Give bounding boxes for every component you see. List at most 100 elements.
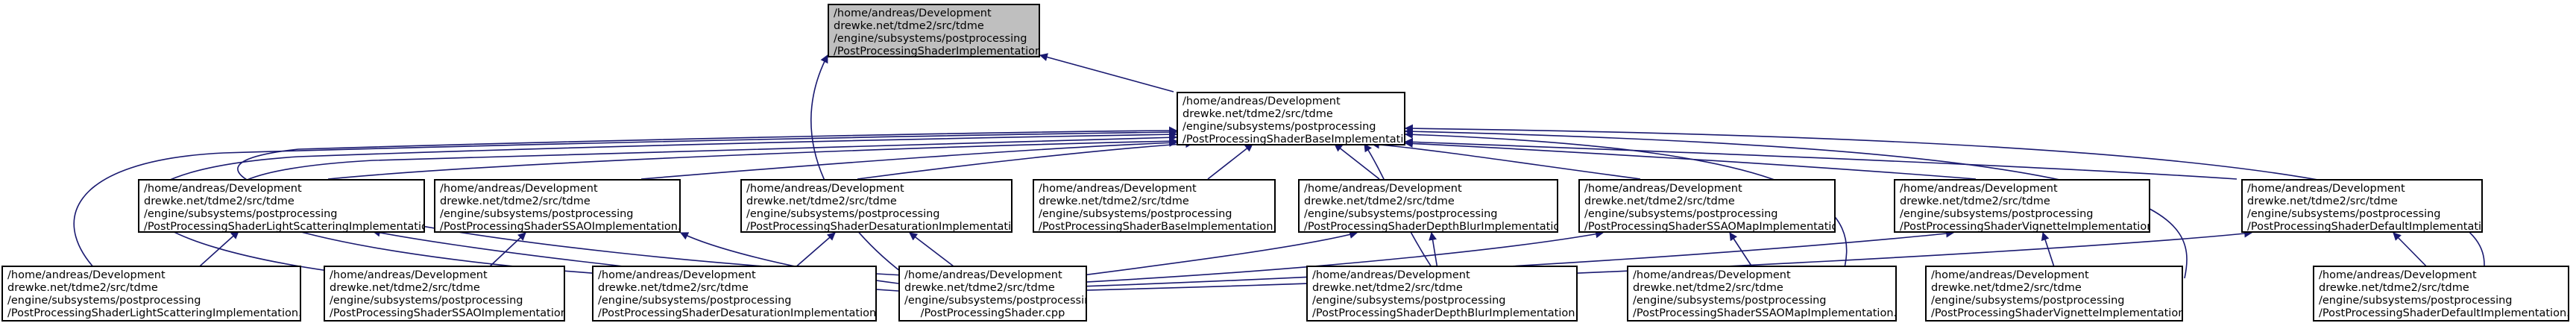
node-defh-line-2: drewke.net/tdme2/src/tdme bbox=[2247, 195, 2398, 207]
node-depthblur-header[interactable]: /home/andreas/Development drewke.net/tdm… bbox=[1298, 179, 1558, 233]
node-lscpp-line-2: drewke.net/tdme2/src/tdme bbox=[7, 282, 158, 294]
node-root-header[interactable]: /home/andreas/Development drewke.net/tdm… bbox=[828, 4, 1040, 57]
node-shcpp-line-2: drewke.net/tdme2/src/tdme bbox=[904, 282, 1055, 294]
node-desaturation-cpp[interactable]: /home/andreas/Development drewke.net/tdm… bbox=[592, 266, 877, 322]
node-lscpp-line-4: /PostProcessingShaderLightScatteringImpl… bbox=[7, 307, 301, 319]
node-base-line-4: /PostProcessingShaderBaseImplementation.… bbox=[1182, 134, 1405, 145]
edge-ssaoh-to-base bbox=[640, 138, 1178, 180]
node-basecpp-line-4: /PostProcessingShaderBaseImplementation.… bbox=[1039, 221, 1276, 233]
node-basecpp-line-3: /engine/subsystems/postprocessing bbox=[1039, 208, 1232, 220]
node-defcpp-line-4: /PostProcessingShaderDefaultImplementati… bbox=[2319, 307, 2569, 319]
edge-shcpp-to-dbh bbox=[1058, 231, 1358, 279]
node-ssaomh-line-1: /home/andreas/Development bbox=[1584, 183, 1742, 195]
node-ssao-header[interactable]: /home/andreas/Development drewke.net/tdm… bbox=[434, 179, 681, 233]
node-base-line-3: /engine/subsystems/postprocessing bbox=[1182, 121, 1376, 133]
node-vigcpp-line-1: /home/andreas/Development bbox=[1931, 269, 2089, 281]
node-postprocessingshader-cpp[interactable]: /home/andreas/Development drewke.net/tdm… bbox=[898, 266, 1087, 322]
node-desaturation-header[interactable]: /home/andreas/Development drewke.net/tdm… bbox=[740, 179, 1013, 233]
node-vigh-line-4: /PostProcessingShaderVignetteImplementat… bbox=[1900, 221, 2150, 233]
node-desh-line-2: drewke.net/tdme2/src/tdme bbox=[746, 195, 897, 207]
node-shcpp-line-1: /home/andreas/Development bbox=[904, 269, 1062, 281]
node-base-header[interactable]: /home/andreas/Development drewke.net/tdm… bbox=[1177, 92, 1405, 145]
node-ssaoh-line-3: /engine/subsystems/postprocessing bbox=[440, 208, 634, 220]
node-desh-line-1: /home/andreas/Development bbox=[746, 183, 904, 195]
node-ssaomcpp-line-1: /home/andreas/Development bbox=[1633, 269, 1791, 281]
edge-lscpp-to-base bbox=[73, 128, 1178, 279]
node-vigcpp-line-2: drewke.net/tdme2/src/tdme bbox=[1931, 282, 2082, 294]
node-defcpp-line-1: /home/andreas/Development bbox=[2319, 269, 2477, 281]
edge-defh-to-base bbox=[1404, 137, 2238, 180]
node-ssaomcpp-line-2: drewke.net/tdme2/src/tdme bbox=[1633, 282, 1783, 294]
node-ssaoh-line-4: /PostProcessingShaderSSAOImplementation.… bbox=[440, 221, 681, 233]
node-lsh-line-2: drewke.net/tdme2/src/tdme bbox=[144, 195, 295, 207]
node-vigcpp-line-3: /engine/subsystems/postprocessing bbox=[1931, 295, 2125, 307]
node-vignette-cpp[interactable]: /home/andreas/Development drewke.net/tdm… bbox=[1925, 266, 2183, 322]
node-ssaoh-line-1: /home/andreas/Development bbox=[440, 183, 598, 195]
node-ssaomh-line-3: /engine/subsystems/postprocessing bbox=[1584, 208, 1778, 220]
node-vignette-header[interactable]: /home/andreas/Development drewke.net/tdm… bbox=[1894, 179, 2150, 233]
node-dbh-line-4: /PostProcessingShaderDepthBlurImplementa… bbox=[1304, 221, 1558, 233]
node-base-cpp[interactable]: /home/andreas/Development drewke.net/tdm… bbox=[1033, 179, 1276, 233]
edge-base-to-root bbox=[1039, 53, 1174, 93]
node-basecpp-line-2: drewke.net/tdme2/src/tdme bbox=[1039, 195, 1189, 207]
node-lscpp-line-3: /engine/subsystems/postprocessing bbox=[7, 295, 201, 307]
node-root-line-1: /home/andreas/Development bbox=[834, 7, 992, 19]
node-ssaocpp-line-2: drewke.net/tdme2/src/tdme bbox=[330, 282, 480, 294]
edge-basecpp-to-base bbox=[1207, 143, 1253, 180]
node-vigh-line-1: /home/andreas/Development bbox=[1900, 183, 2058, 195]
node-dbh-line-2: drewke.net/tdme2/src/tdme bbox=[1304, 195, 1455, 207]
node-dbh-line-1: /home/andreas/Development bbox=[1304, 183, 1462, 195]
node-root-line-2: drewke.net/tdme2/src/tdme bbox=[834, 20, 984, 32]
node-lsh-line-3: /engine/subsystems/postprocessing bbox=[144, 208, 338, 220]
node-ssaomh-line-2: drewke.net/tdme2/src/tdme bbox=[1584, 195, 1735, 207]
node-defh-line-1: /home/andreas/Development bbox=[2247, 183, 2405, 195]
node-dbcpp-line-4: /PostProcessingShaderDepthBlurImplementa… bbox=[1312, 307, 1578, 319]
node-vigcpp-line-4: /PostProcessingShaderVignetteImplementat… bbox=[1931, 307, 2183, 319]
edge-dbh-to-base bbox=[1334, 143, 1380, 180]
node-defh-line-4: /PostProcessingShaderDefaultImplementati… bbox=[2247, 221, 2483, 233]
node-shcpp-line-3: /engine/subsystems/postprocessing bbox=[904, 295, 1087, 307]
node-ssaomap-cpp[interactable]: /home/andreas/Development drewke.net/tdm… bbox=[1627, 266, 1897, 322]
node-default-cpp[interactable]: /home/andreas/Development drewke.net/tdm… bbox=[2313, 266, 2569, 322]
node-shcpp-line-4: /PostProcessingShader.cpp bbox=[920, 307, 1065, 319]
node-root-line-4: /PostProcessingShaderImplementation.h bbox=[834, 46, 1040, 57]
node-ssaomcpp-line-3: /engine/subsystems/postprocessing bbox=[1633, 295, 1827, 307]
node-ssao-cpp[interactable]: /home/andreas/Development drewke.net/tdm… bbox=[324, 266, 565, 322]
node-depthblur-cpp[interactable]: /home/andreas/Development drewke.net/tdm… bbox=[1306, 266, 1578, 322]
node-ssaomcpp-line-4: /PostProcessingShaderSSAOMapImplementati… bbox=[1633, 307, 1897, 319]
edge-shcpp-to-vigh bbox=[1058, 229, 1955, 288]
node-desh-line-3: /engine/subsystems/postprocessing bbox=[746, 208, 940, 220]
node-ssaomap-header[interactable]: /home/andreas/Development drewke.net/tdm… bbox=[1578, 179, 1836, 233]
node-desh-line-4: /PostProcessingShaderDesaturationImpleme… bbox=[746, 221, 1013, 233]
node-ssaocpp-line-4: /PostProcessingShaderSSAOImplementation.… bbox=[330, 307, 565, 319]
node-descpp-line-1: /home/andreas/Development bbox=[598, 269, 756, 281]
node-lightscattering-header[interactable]: /home/andreas/Development drewke.net/tdm… bbox=[138, 179, 425, 233]
node-lightscattering-cpp[interactable]: /home/andreas/Development drewke.net/tdm… bbox=[1, 266, 301, 322]
node-lsh-line-1: /home/andreas/Development bbox=[144, 183, 302, 195]
node-defcpp-line-2: drewke.net/tdme2/src/tdme bbox=[2319, 282, 2469, 294]
node-vigh-line-2: drewke.net/tdme2/src/tdme bbox=[1900, 195, 2050, 207]
node-root-line-3: /engine/subsystems/postprocessing bbox=[834, 33, 1027, 45]
node-dbcpp-line-1: /home/andreas/Development bbox=[1312, 269, 1470, 281]
edge-lsh-to-base bbox=[327, 137, 1178, 180]
edge-desh-to-base bbox=[857, 140, 1194, 180]
node-dbcpp-line-2: drewke.net/tdme2/src/tdme bbox=[1312, 282, 1463, 294]
node-ssaocpp-line-1: /home/andreas/Development bbox=[330, 269, 488, 281]
node-defh-line-3: /engine/subsystems/postprocessing bbox=[2247, 208, 2441, 220]
edge-shcpp-to-base bbox=[237, 126, 1178, 279]
node-dbh-line-3: /engine/subsystems/postprocessing bbox=[1304, 208, 1498, 220]
edge-shcpp-to-ssaomh bbox=[1058, 230, 1605, 284]
node-basecpp-line-1: /home/andreas/Development bbox=[1039, 183, 1197, 195]
node-lsh-line-4: /PostProcessingShaderLightScatteringImpl… bbox=[144, 221, 425, 233]
node-ssaomh-line-4: /PostProcessingShaderSSAOMapImplementati… bbox=[1584, 221, 1836, 233]
node-vigh-line-3: /engine/subsystems/postprocessing bbox=[1900, 208, 2094, 220]
node-descpp-line-3: /engine/subsystems/postprocessing bbox=[598, 295, 792, 307]
node-dbcpp-line-3: /engine/subsystems/postprocessing bbox=[1312, 295, 1506, 307]
node-defcpp-line-3: /engine/subsystems/postprocessing bbox=[2319, 295, 2513, 307]
edge-vigh-to-base bbox=[1404, 139, 1977, 180]
node-default-header[interactable]: /home/andreas/Development drewke.net/tdm… bbox=[2241, 179, 2483, 233]
edge-shcpp-to-root bbox=[810, 54, 910, 279]
node-base-line-1: /home/andreas/Development bbox=[1182, 95, 1341, 107]
node-descpp-line-2: drewke.net/tdme2/src/tdme bbox=[598, 282, 749, 294]
node-lscpp-line-1: /home/andreas/Development bbox=[7, 269, 166, 281]
